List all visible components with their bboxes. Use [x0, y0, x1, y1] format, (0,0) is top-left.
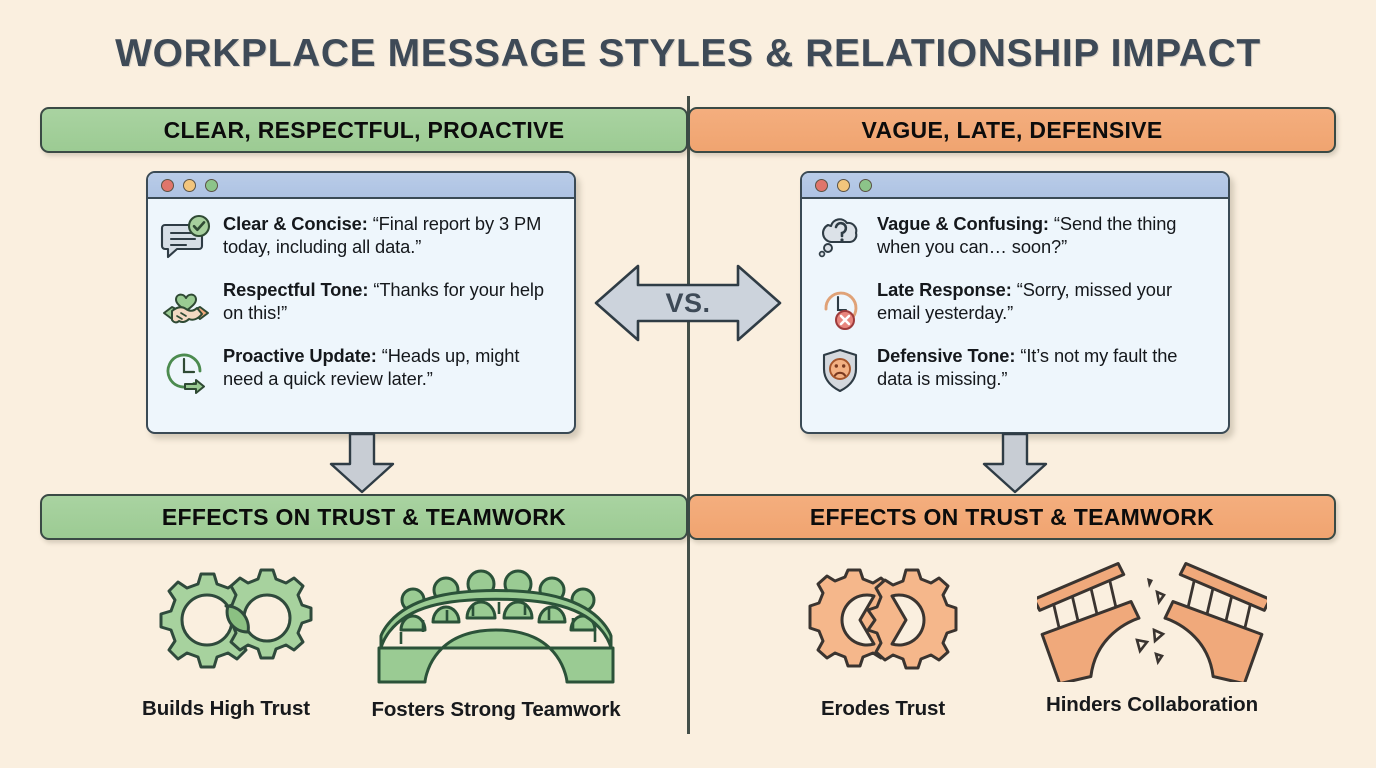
message-card-positive: Clear & Concise: “Final report by 3 PM t… — [146, 171, 576, 434]
message-quote: “Final report by 3 PM today, including a… — [223, 213, 542, 258]
message-text: Defensive Tone: “It’s not my fault the d… — [877, 344, 1214, 391]
message-quote: “Sorry, missed your email yesterday.” — [877, 279, 1172, 324]
broken-bridge-icon — [1028, 552, 1276, 687]
broken-gears-icon — [772, 556, 994, 691]
window-minimize-dot-icon[interactable] — [183, 178, 196, 192]
thought-cloud-question-icon — [814, 213, 866, 265]
card-body: Vague & Confusing: “Send the thing when … — [802, 199, 1228, 407]
outcome-caption: Hinders Collaboration — [1045, 693, 1259, 716]
banner-negative-style: VAGUE, LATE, DEFENSIVE — [688, 107, 1336, 153]
message-label: Proactive Update: — [223, 345, 382, 366]
chat-bubble-check-icon — [160, 213, 212, 265]
page-title: WORKPLACE MESSAGE STYLES & RELATIONSHIP … — [115, 32, 1261, 75]
flow-arrow-down-left — [325, 432, 399, 494]
clock-forward-arrow-icon — [160, 345, 212, 397]
message-text: Late Response: “Sorry, missed your email… — [877, 278, 1214, 325]
outcome-builds-trust: Builds High Trust — [110, 556, 342, 721]
message-text: Vague & Confusing: “Send the thing when … — [877, 212, 1214, 259]
center-divider — [687, 96, 690, 734]
window-close-dot-icon[interactable] — [815, 178, 828, 192]
outcome-caption: Builds High Trust — [142, 697, 310, 720]
message-quote: “Heads up, might need a quick review lat… — [223, 345, 520, 390]
outcome-fosters-teamwork: Fosters Strong Teamwork — [360, 552, 632, 722]
window-minimize-dot-icon[interactable] — [837, 178, 850, 192]
message-label: Clear & Concise: — [223, 213, 373, 234]
outcome-hinders-collaboration: Hinders Collaboration — [1028, 552, 1276, 717]
card-titlebar — [802, 173, 1228, 199]
window-maximize-dot-icon[interactable] — [859, 178, 872, 192]
card-body: Clear & Concise: “Final report by 3 PM t… — [148, 199, 574, 407]
message-quote: “It’s not my fault the data is missing.” — [877, 345, 1178, 390]
outcome-erodes-trust: Erodes Trust — [772, 556, 994, 721]
banner-effects-positive: EFFECTS ON TRUST & TEAMWORK — [40, 494, 688, 540]
banner-effects-negative: EFFECTS ON TRUST & TEAMWORK — [688, 494, 1336, 540]
message-item: Vague & Confusing: “Send the thing when … — [814, 212, 1214, 265]
message-text: Respectful Tone: “Thanks for your help o… — [223, 278, 560, 325]
outcome-caption: Fosters Strong Teamwork — [371, 698, 621, 721]
message-label: Late Response: — [877, 279, 1017, 300]
versus-label: VS. — [665, 287, 711, 318]
message-label: Respectful Tone: — [223, 279, 374, 300]
message-item: Defensive Tone: “It’s not my fault the d… — [814, 344, 1214, 397]
message-label: Vague & Confusing: — [877, 213, 1054, 234]
flow-arrow-down-right — [978, 432, 1052, 494]
handshake-heart-icon — [160, 279, 212, 331]
clock-red-x-icon — [814, 279, 866, 331]
message-quote: “Thanks for your help on this!” — [223, 279, 544, 324]
shield-sad-face-icon — [814, 345, 866, 397]
message-item: Late Response: “Sorry, missed your email… — [814, 278, 1214, 331]
message-text: Proactive Update: “Heads up, might need … — [223, 344, 560, 391]
banner-positive-style: CLEAR, RESPECTFUL, PROACTIVE — [40, 107, 688, 153]
message-item: Respectful Tone: “Thanks for your help o… — [160, 278, 560, 331]
window-maximize-dot-icon[interactable] — [205, 178, 218, 192]
message-item: Clear & Concise: “Final report by 3 PM t… — [160, 212, 560, 265]
versus-arrow: VS. — [592, 258, 784, 348]
message-card-negative: Vague & Confusing: “Send the thing when … — [800, 171, 1230, 434]
outcome-caption: Erodes Trust — [820, 697, 946, 720]
card-titlebar — [148, 173, 574, 199]
window-close-dot-icon[interactable] — [161, 178, 174, 192]
linked-gears-icon — [110, 556, 342, 691]
message-quote: “Send the thing when you can… soon?” — [877, 213, 1177, 258]
message-text: Clear & Concise: “Final report by 3 PM t… — [223, 212, 560, 259]
intact-bridge-people-icon — [360, 552, 632, 692]
message-item: Proactive Update: “Heads up, might need … — [160, 344, 560, 397]
message-label: Defensive Tone: — [877, 345, 1021, 366]
